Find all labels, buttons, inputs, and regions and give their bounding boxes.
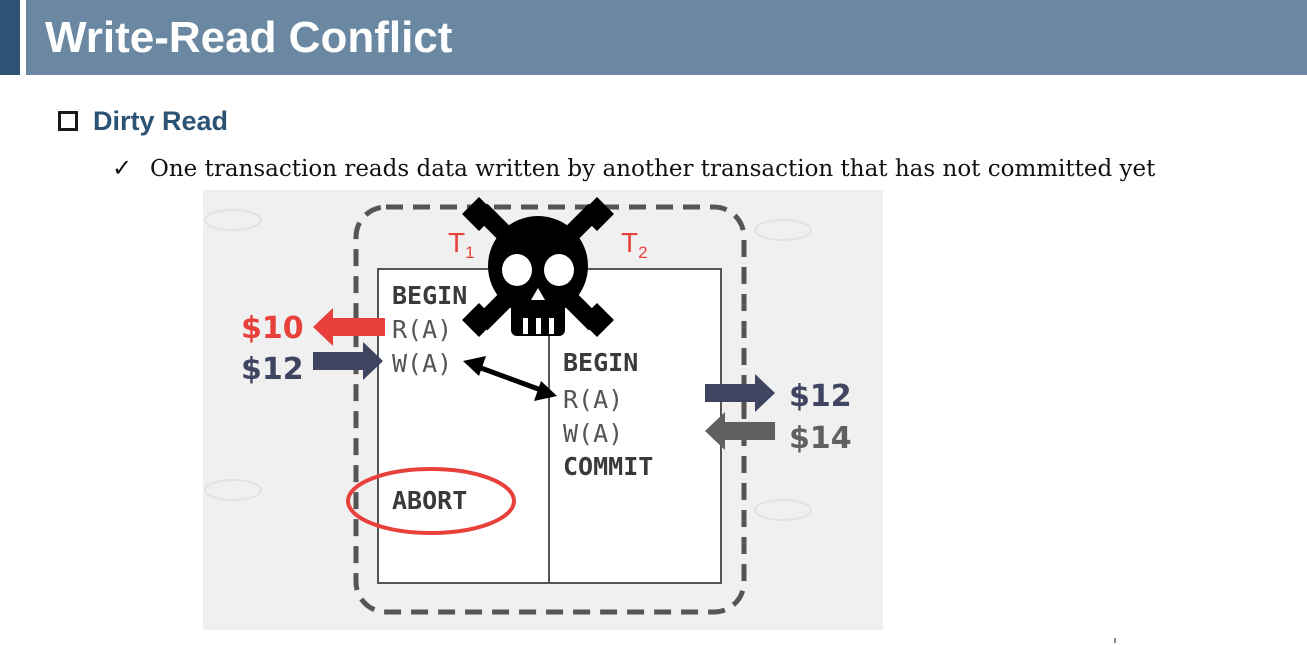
- left-value-write: $12: [241, 352, 304, 387]
- read-value-arrow: [313, 308, 385, 346]
- t2-op-begin: BEGIN: [563, 348, 638, 377]
- abort-highlight-circle: [346, 467, 516, 535]
- title-bar: [0, 0, 1307, 75]
- t1-op-begin: BEGIN: [392, 281, 467, 310]
- skull-crossbones-icon: [462, 197, 614, 337]
- right-value-read: $12: [789, 379, 852, 414]
- dirty-read-diagram: T1 T2 BEGIN R(A) W(A) BEGIN R(A): [203, 190, 883, 630]
- t2-op-read: R(A): [563, 385, 623, 414]
- t1-label: T1: [448, 227, 475, 262]
- square-bullet-icon: [58, 111, 78, 131]
- t2-write-arrow: [705, 412, 775, 450]
- title-accent: [0, 0, 20, 75]
- diagram-canvas: T1 T2 BEGIN R(A) W(A) BEGIN R(A): [204, 197, 852, 615]
- t2-read-arrow: [705, 374, 775, 412]
- t2-op-commit: COMMIT: [563, 452, 653, 481]
- right-value-write: $14: [789, 421, 852, 456]
- slide-title: Write-Read Conflict: [45, 13, 453, 62]
- t2-op-write: W(A): [563, 419, 623, 448]
- dashed-boundary: [353, 204, 747, 615]
- t1-op-abort: ABORT: [392, 486, 467, 515]
- t1-op-write: W(A): [392, 349, 452, 378]
- bullet-subpoint: One transaction reads data written by an…: [150, 156, 1156, 182]
- background-database-icons: [204, 209, 812, 521]
- page-mark: [1114, 638, 1116, 643]
- left-value-read: $10: [241, 311, 304, 346]
- title-gap: [20, 0, 26, 75]
- bullet-heading: Dirty Read: [93, 106, 229, 136]
- write-value-arrow: [313, 342, 383, 380]
- t2-label: T2: [621, 227, 648, 262]
- checkmark-icon: ✓: [112, 154, 133, 182]
- dirty-read-arrow: [463, 356, 557, 401]
- t1-op-read: R(A): [392, 315, 452, 344]
